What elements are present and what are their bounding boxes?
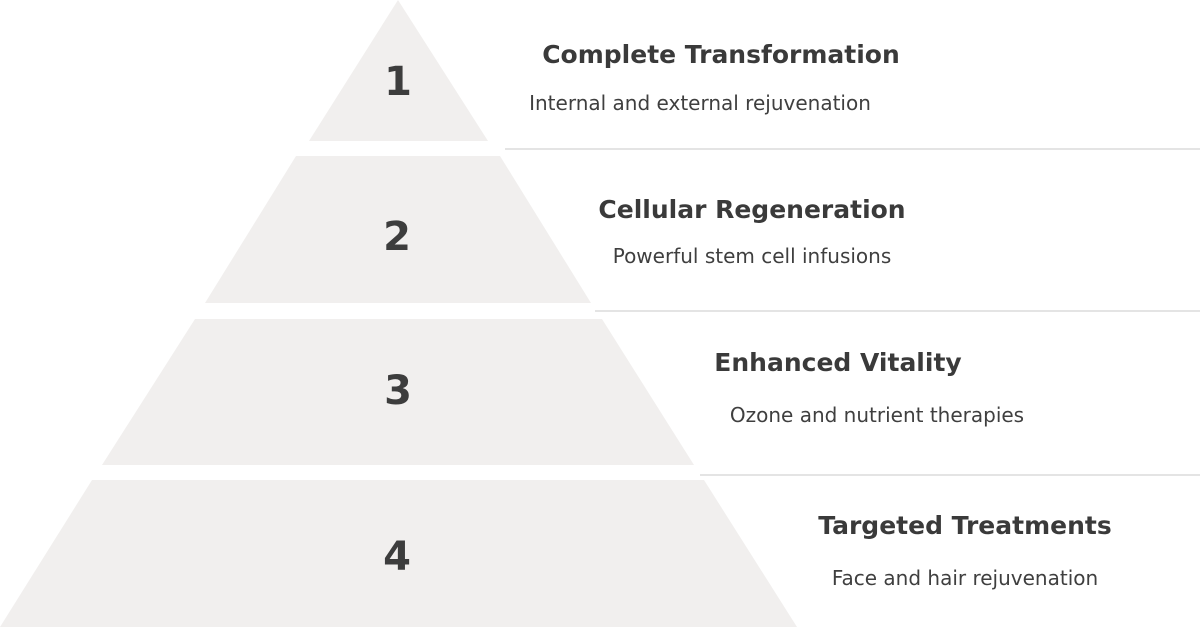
tier-3-title: Enhanced Vitality — [714, 348, 961, 377]
tier-2-description: Powerful stem cell infusions — [613, 244, 892, 268]
tier-4-number: 4 — [383, 534, 411, 580]
tier-2-number: 2 — [383, 214, 411, 260]
tier-1-segment — [309, 0, 488, 141]
tier-4-title: Targeted Treatments — [818, 511, 1111, 540]
tier-4-description: Face and hair rejuvenation — [832, 566, 1098, 590]
tier-1-description: Internal and external rejuvenation — [529, 91, 871, 115]
tier-3-description: Ozone and nutrient therapies — [730, 403, 1024, 427]
tier-3-segment — [102, 319, 694, 465]
tier-2-segment — [205, 156, 591, 303]
tier-3-number: 3 — [384, 368, 412, 414]
tier-1-title: Complete Transformation — [542, 40, 900, 69]
tier-2-title: Cellular Regeneration — [598, 195, 905, 224]
tier-4-segment — [0, 480, 797, 627]
tier-1-number: 1 — [384, 59, 412, 105]
